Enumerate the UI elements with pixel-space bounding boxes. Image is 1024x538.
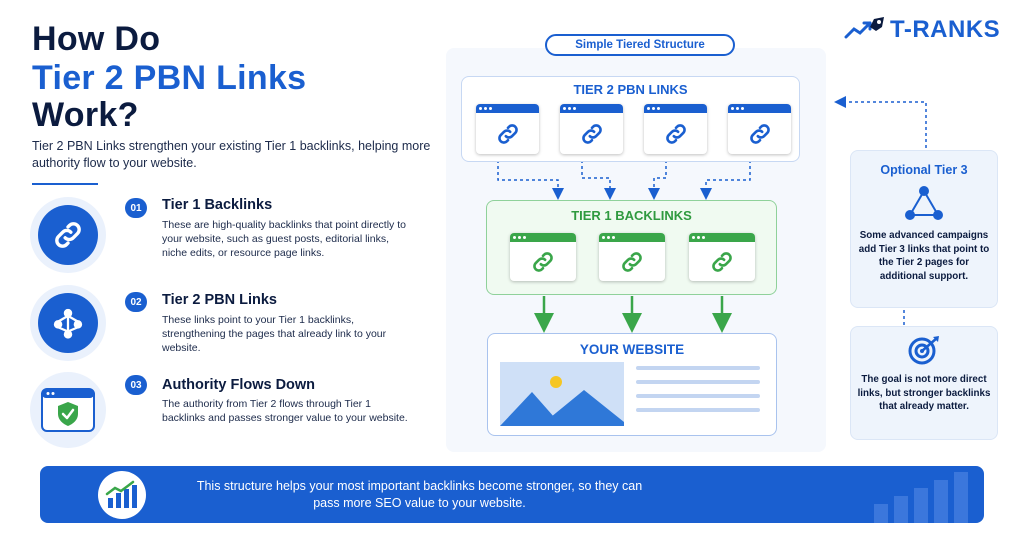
text-line — [636, 380, 760, 384]
link-icon — [581, 123, 602, 144]
item-3-number: 03 — [125, 375, 147, 395]
link-icon — [749, 123, 770, 144]
goal-text: The goal is not more direct links, but s… — [857, 374, 991, 412]
item-1-title: Tier 1 Backlinks — [162, 197, 273, 213]
logo-text: T-RANKS — [890, 16, 1001, 43]
text-line — [636, 394, 760, 398]
growth-chart-icon — [105, 480, 137, 508]
diagram-pill: Simple Tiered Structure — [545, 34, 735, 56]
network-icon — [53, 308, 83, 339]
intro-text: Tier 2 PBN Links strengthen your existin… — [32, 139, 431, 170]
triangle-network-icon — [905, 186, 943, 220]
website-label: YOUR WEBSITE — [579, 342, 685, 357]
target-icon — [908, 336, 939, 365]
heading-line-1: How Do — [32, 20, 161, 58]
item-3-desc: The authority from Tier 2 flows through … — [162, 398, 408, 424]
browser-shield-icon — [41, 388, 95, 432]
item-2-title: Tier 2 PBN Links — [162, 292, 277, 308]
tier-1-label: TIER 1 BACKLINKS — [571, 208, 692, 223]
tier-2-card — [644, 104, 707, 154]
banner-icon-circle — [98, 471, 146, 519]
item-2-number: 02 — [125, 292, 147, 312]
banner-text: This structure helps your most important… — [196, 479, 643, 510]
item-1-desc: These are high-quality backlinks that po… — [162, 219, 406, 259]
decorative-bars — [874, 472, 968, 523]
link-icon — [665, 123, 686, 144]
tier-2-card — [560, 104, 623, 154]
brand-logo: T-RANKS — [844, 15, 1000, 45]
tier-1-card — [599, 233, 665, 281]
text-line — [636, 366, 760, 370]
item-3-icon-circle — [30, 372, 106, 448]
diagram-connectors — [497, 96, 927, 333]
tier-1-card — [689, 233, 755, 281]
link-icon — [497, 123, 518, 144]
image-placeholder-icon — [500, 362, 624, 426]
item-1-number: 01 — [125, 198, 147, 218]
tier-2-label: TIER 2 PBN LINKS — [573, 82, 688, 97]
tier-3-text: Some advanced campaigns add Tier 3 links… — [858, 230, 990, 282]
heading-line-2: Tier 2 PBN Links — [32, 59, 307, 97]
divider — [32, 183, 98, 185]
item-2-desc: These links point to your Tier 1 backlin… — [162, 314, 387, 354]
tier-3-box: Optional Tier 3 Some advanced campaigns … — [850, 150, 998, 308]
text-line — [636, 408, 760, 412]
rocket-arrow-icon — [844, 17, 884, 39]
bottom-banner: This structure helps your most important… — [40, 466, 984, 523]
heading-line-3: Work? — [32, 96, 139, 134]
link-icon — [533, 251, 553, 272]
goal-box: The goal is not more direct links, but s… — [850, 326, 998, 440]
item-2-icon-circle — [30, 285, 106, 361]
tier-2-card — [476, 104, 539, 154]
item-1-icon-circle — [30, 197, 106, 273]
item-3-title: Authority Flows Down — [162, 377, 316, 393]
link-icon — [55, 222, 81, 248]
tier-3-title: Optional Tier 3 — [880, 163, 968, 177]
link-icon — [712, 251, 732, 272]
link-icon — [622, 251, 642, 272]
tier-2-card — [728, 104, 791, 154]
tier-1-card — [510, 233, 576, 281]
